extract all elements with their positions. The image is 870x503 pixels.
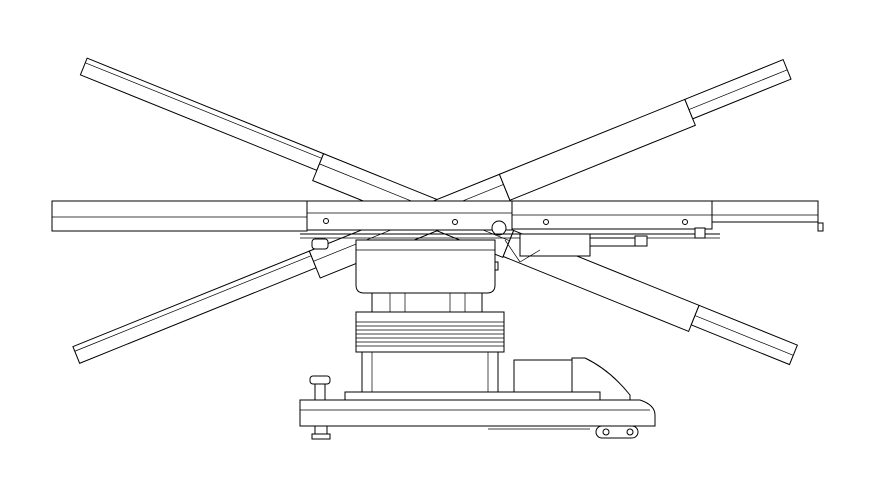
column-lower: [361, 351, 499, 393]
leg-latch: [694, 227, 706, 239]
pivot-hole: [543, 219, 549, 225]
actuator-end: [634, 235, 648, 247]
pivot-hole: [323, 218, 329, 224]
head-section-a: [79, 57, 325, 172]
brake-stem: [314, 383, 326, 401]
seat-section-b: [498, 98, 696, 201]
leveling-foot: [314, 425, 328, 435]
actuator-rod: [589, 237, 636, 247]
center-hinge: [491, 220, 507, 236]
leg-section-a: [690, 304, 799, 366]
control-box: [513, 359, 573, 393]
head-section: [51, 200, 308, 232]
tabletop-horizontal: [51, 200, 824, 239]
side-knob: [311, 238, 329, 250]
base-plate: [299, 399, 656, 427]
caster-wheel: [595, 425, 639, 439]
leveling-foot-pad: [311, 433, 331, 440]
pivot-hole: [682, 219, 688, 225]
column-head: [355, 239, 496, 313]
actuator-housing: [519, 233, 591, 257]
leg-section-b: [684, 59, 792, 120]
head-section-b: [72, 250, 317, 364]
leg-section: [711, 200, 819, 223]
column-bellows: [355, 311, 505, 393]
base-cover: [571, 357, 631, 401]
back-section: [306, 200, 513, 231]
table-base: [299, 357, 656, 440]
end-cap: [817, 222, 824, 232]
brake-knob: [309, 375, 331, 385]
pivot-hole: [452, 219, 458, 225]
column-cap: [371, 292, 483, 313]
